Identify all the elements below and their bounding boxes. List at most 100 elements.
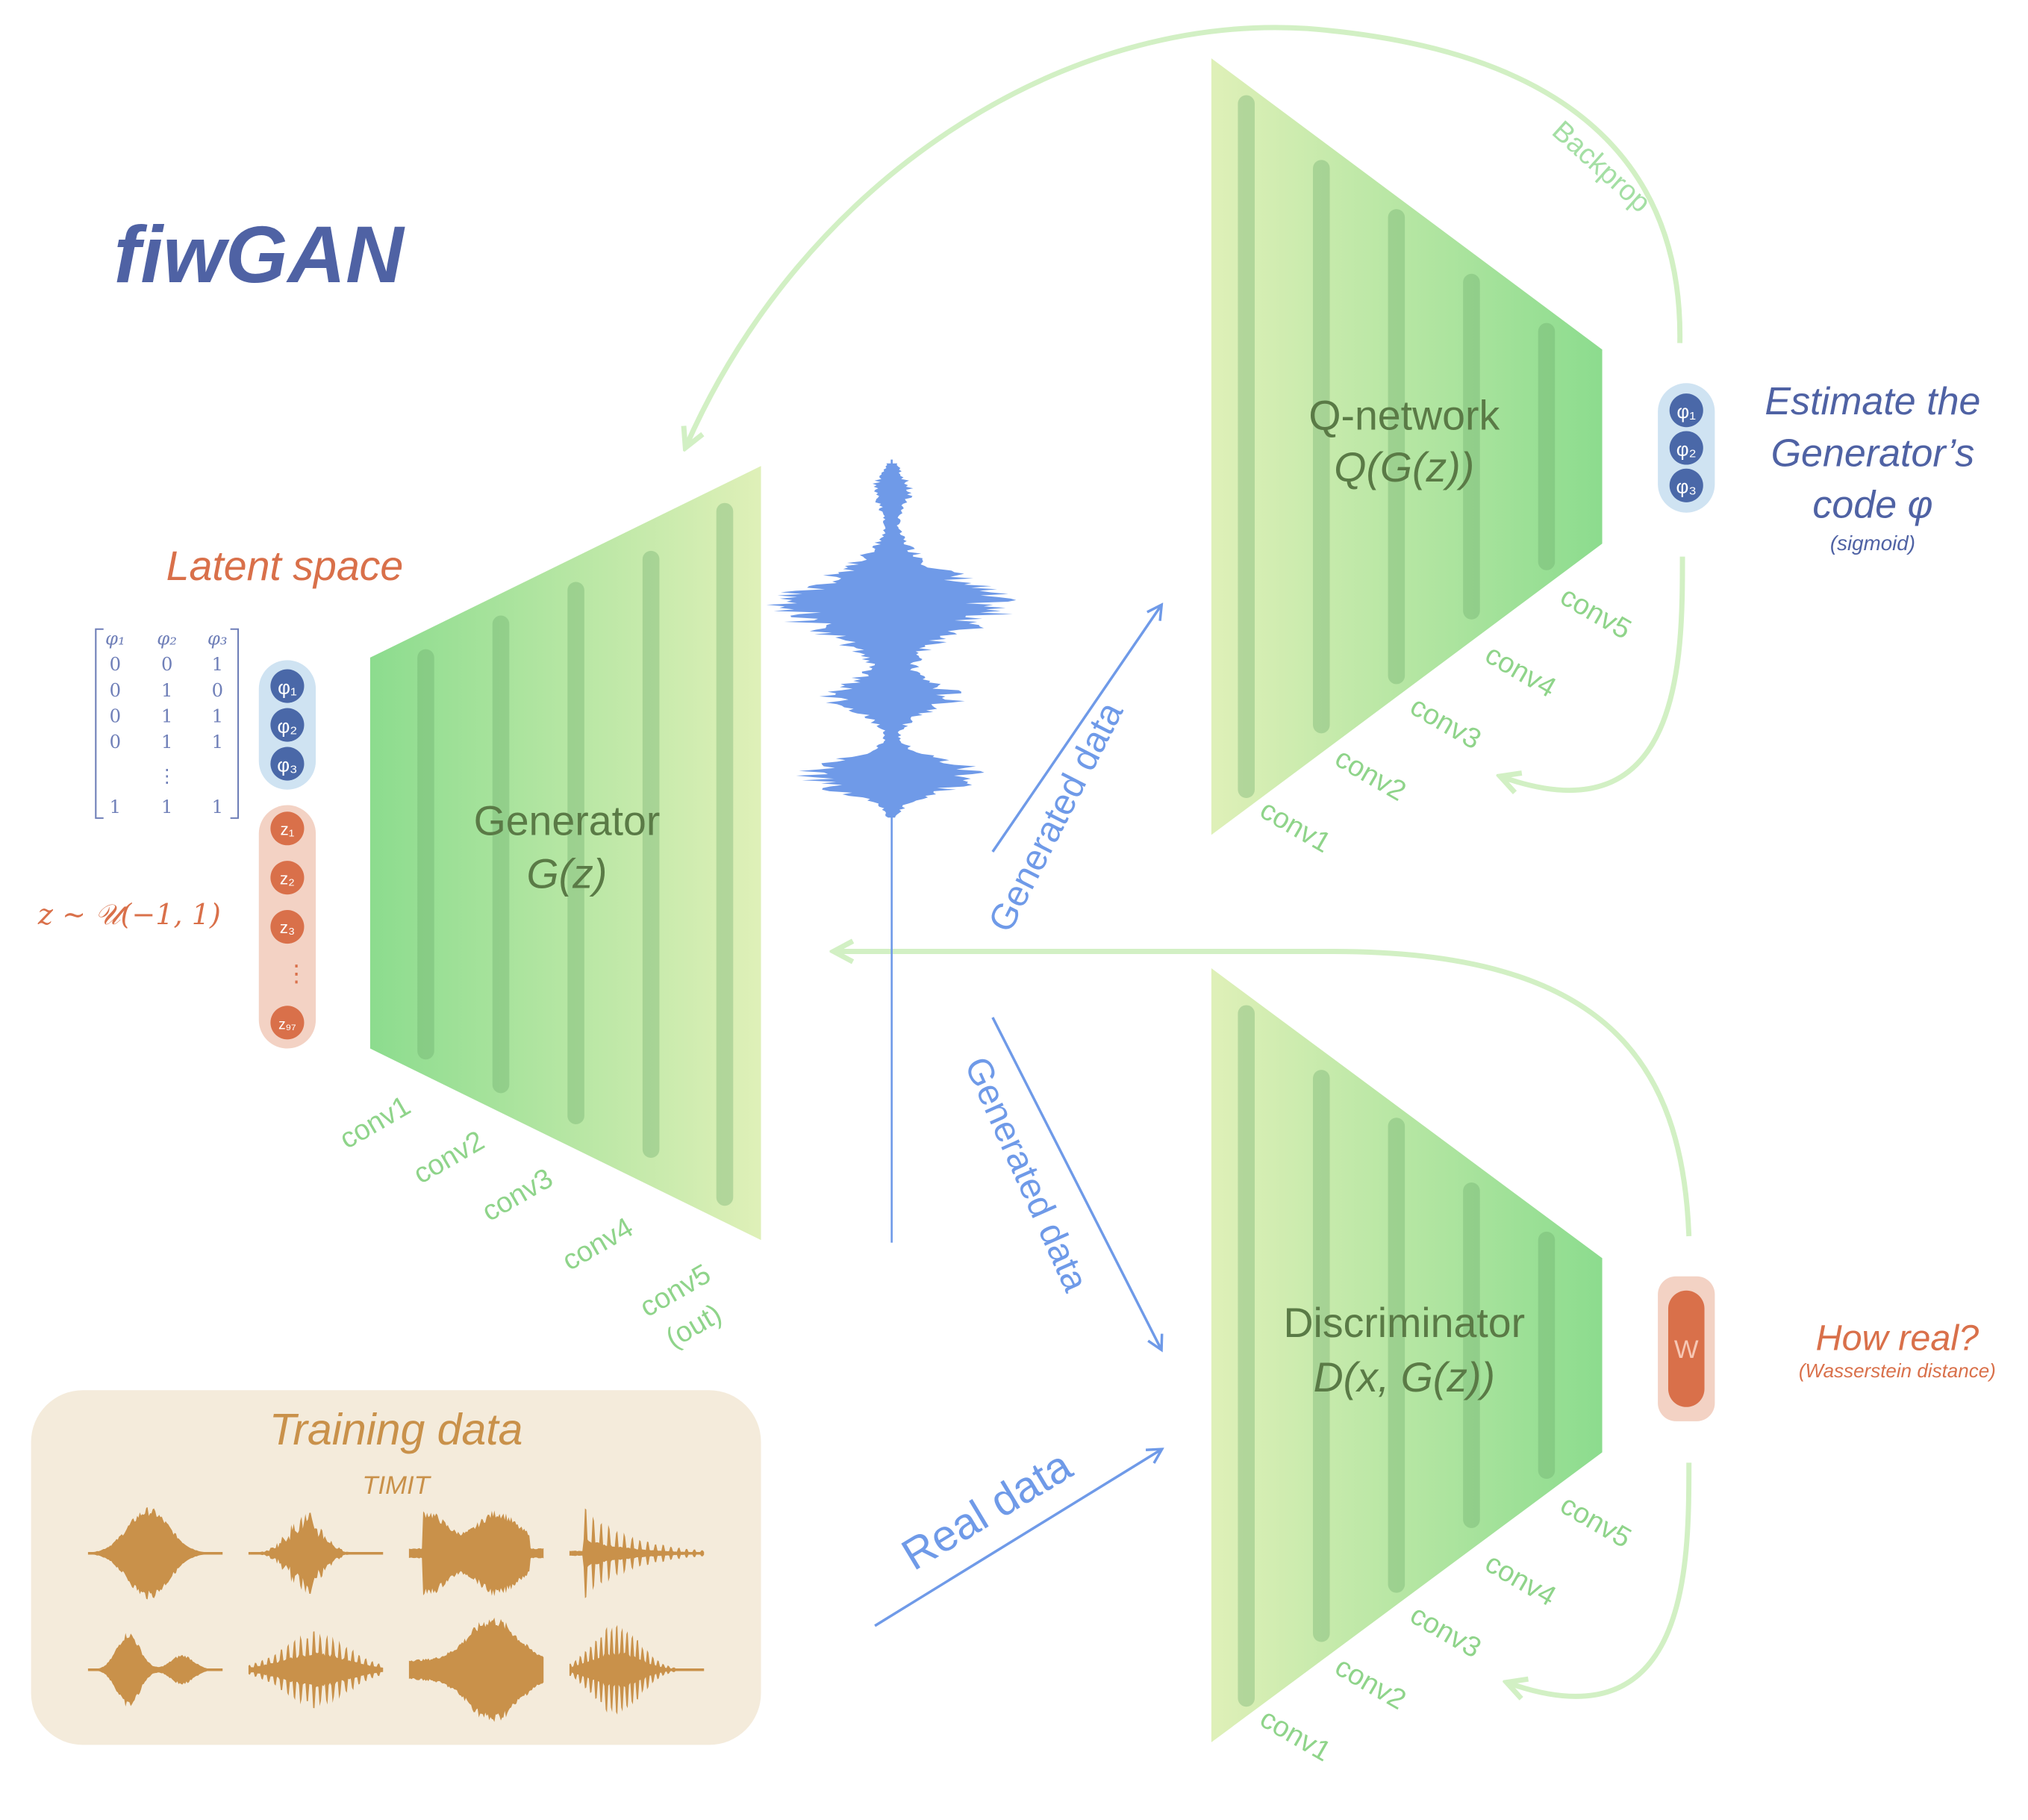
generator-name: Generator: [474, 797, 661, 844]
diagram-title: fiwGAN: [114, 210, 406, 299]
estimate-note: (sigmoid): [1830, 532, 1915, 555]
training-data-title: Training data: [269, 1406, 523, 1454]
discriminator-layer-label: conv4: [1480, 1547, 1562, 1612]
matrix-cell: 1: [161, 679, 172, 701]
z-distribution: z ∼ 𝒰(−1, 1): [37, 898, 221, 931]
qnetwork-layer-label: conv2: [1329, 742, 1411, 808]
discriminator-layer-label: conv5: [1555, 1489, 1637, 1554]
training-waveform: [87, 1507, 223, 1600]
generator-layer-label: conv4: [557, 1211, 639, 1277]
code-matrix: φ₁ φ₂ φ₃ 0 0 1 0 1 0 0 1 1 0 1 1 ⋮ 1 1 1: [95, 628, 240, 819]
training-waveform: [569, 1508, 705, 1598]
training-waveform: [408, 1510, 544, 1597]
z-node: [270, 910, 305, 944]
phi-node: [270, 669, 305, 703]
matrix-cell: 1: [161, 796, 172, 817]
generated-data-to-q-arrow: [991, 606, 1161, 853]
backprop-label: Backprop: [1546, 114, 1656, 219]
generated-waveform: [766, 459, 1017, 1243]
phi-node-label: φ₁: [278, 676, 297, 698]
q-phi-node: [1669, 431, 1703, 465]
discriminator-name: Discriminator: [1283, 1300, 1525, 1346]
generated-data-label-d: Generated data: [957, 1051, 1096, 1297]
qnetwork-name: Q-network: [1308, 393, 1500, 439]
training-data-panel: [31, 1390, 761, 1745]
matrix-header-2: φ₂: [157, 628, 177, 649]
qnetwork-layer-label: conv4: [1480, 638, 1562, 704]
matrix-cell: 1: [110, 796, 121, 817]
qnetwork-formula: Q(G(z)): [1334, 444, 1474, 490]
qnetwork-block: [1211, 58, 1603, 835]
matrix-cell: 0: [110, 705, 121, 727]
q-phi-label: φ₂: [1676, 437, 1697, 460]
matrix-header-1: φ₁: [105, 628, 125, 649]
phi-node-label: φ₃: [277, 753, 297, 776]
q-phi-node: [1669, 393, 1703, 428]
matrix-cell: 1: [161, 731, 172, 752]
matrix-cell: 1: [212, 796, 223, 817]
d-feedback-arrow: [1508, 1462, 1692, 1696]
matrix-cell: 1: [212, 731, 223, 752]
q-phi-label: φ₃: [1676, 476, 1697, 498]
backprop-arrow: [686, 25, 1683, 446]
matrix-cell: 1: [212, 653, 223, 675]
matrix-cell: 0: [212, 679, 223, 701]
matrix-cell: 0: [110, 679, 121, 701]
z-node-label: z₁: [280, 820, 294, 838]
z-node: [270, 811, 305, 846]
matrix-header-3: φ₃: [208, 628, 228, 649]
matrix-cell: 0: [110, 731, 121, 752]
generator-block: [369, 466, 761, 1241]
generator-layer-label: conv3: [476, 1162, 558, 1228]
qnetwork-layer-label: conv3: [1405, 690, 1487, 755]
real-data-arrow: [874, 1450, 1161, 1627]
training-waveform: [569, 1624, 705, 1715]
real-data-label: Real data: [893, 1441, 1080, 1580]
training-waveform: [248, 1512, 384, 1595]
how-real-label: How real?: [1816, 1318, 1979, 1359]
training-waveforms: [87, 1507, 705, 1722]
phi-node: [270, 708, 305, 742]
phi-node: [270, 747, 305, 781]
latent-space-title: Latent space: [166, 543, 404, 589]
z-node: [270, 861, 305, 895]
qnetwork-layer-label: conv1: [1255, 794, 1337, 859]
estimate-line-3: code φ: [1812, 484, 1932, 527]
discriminator-layer-label: conv3: [1405, 1598, 1487, 1664]
training-waveform: [87, 1633, 223, 1707]
training-waveform: [248, 1631, 384, 1709]
generator-formula: G(z): [527, 851, 608, 897]
generator-layer-label: conv2: [408, 1124, 490, 1190]
generated-data-to-d-arrow: [991, 1017, 1161, 1349]
training-waveform: [408, 1617, 544, 1722]
training-data-subtitle: TIMIT: [362, 1471, 431, 1500]
generator-layer-label: conv1: [334, 1089, 416, 1155]
phi-node-label: φ₂: [277, 714, 297, 737]
w-node: [1667, 1290, 1705, 1407]
q-phi-label: φ₁: [1676, 400, 1696, 423]
q-phi-node: [1669, 468, 1703, 502]
qnetwork-layer-label: conv5: [1555, 580, 1637, 646]
matrix-vdots: ⋮: [158, 764, 176, 786]
z-node: [270, 1006, 305, 1040]
matrix-cell: 1: [161, 705, 172, 727]
how-real-note: (Wasserstein distance): [1799, 1359, 1996, 1382]
q-feedback-arrow: [1501, 556, 1685, 791]
z-dots: ⋮: [284, 960, 308, 986]
matrix-cell: 0: [110, 653, 121, 675]
z-node-label: z₃: [280, 918, 295, 937]
matrix-cell: 0: [161, 653, 172, 675]
estimate-line-1: Estimate the: [1765, 380, 1980, 423]
discriminator-layer-label: conv1: [1255, 1702, 1337, 1768]
w-label: W: [1674, 1336, 1699, 1364]
discriminator-layer-label: conv2: [1329, 1651, 1411, 1716]
matrix-cell: 1: [212, 705, 223, 727]
z-node-label: z₉₇: [278, 1017, 296, 1033]
discriminator-formula: D(x, G(z)): [1314, 1354, 1495, 1400]
generated-data-label-q: Generated data: [981, 696, 1131, 938]
z-node-label: z₂: [280, 869, 295, 888]
estimate-line-2: Generator’s: [1771, 431, 1975, 475]
d-to-generator-arrow: [834, 951, 1692, 1237]
